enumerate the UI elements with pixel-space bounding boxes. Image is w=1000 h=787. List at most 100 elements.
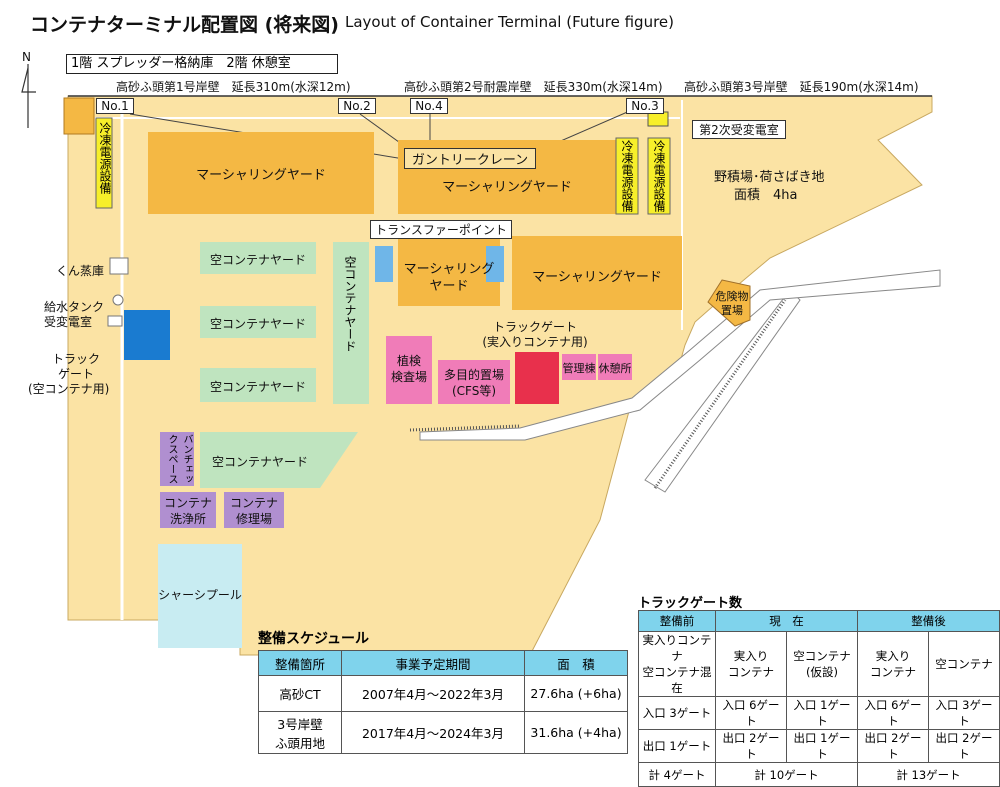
table-row: 高砂CT 2007年4月〜2022年3月 27.6ha (+6ha) [258,675,628,712]
crane-no1: No.1 [96,98,134,114]
crane-marker-no3 [647,111,669,127]
floor-note: 1階 スプレッダー格納庫 2階 休憩室 [66,54,338,74]
marshalling-yard-1 [148,132,374,214]
chassis-pool-label: シャーシプール [158,588,242,602]
marshalling-yard-3 [398,238,500,306]
truck-gate-loaded-label-2: (実入りコンテナ用) [482,335,588,349]
marshalling-label-3a: マーシャリング [403,262,495,277]
marshalling-label-3b: ヤード [429,279,469,294]
berth-3-label: 高砂ふ頭第3号岸壁 延長190m(水深14m) [684,80,919,94]
open-yard-label-2: 面積 4ha [734,188,798,203]
schedule-title: 整備スケジュール [258,631,370,647]
multipurpose-label-1: 多目的置場 [443,368,504,382]
schedule-cell: 31.6ha (+4ha) [524,711,628,754]
gate-cell: 入口 6ゲート [857,696,929,730]
gate-subheader: 実入り コンテナ [715,631,787,697]
container-repair [224,492,284,528]
gate-subheader: 空コンテナ [928,631,1000,697]
gate-subheader-line: 空コンテナ [793,649,851,663]
transfer-point-left [375,246,393,282]
repair-label-2: 修理場 [235,512,272,526]
reefer-label-3: 冷凍電源設備 [652,140,666,212]
table-row: 出口 1ゲート 出口 2ゲート 出口 1ゲート 出口 2ゲート 出口 2ゲート [638,729,1000,763]
table-row: 入口 3ゲート 入口 6ゲート 入口 1ゲート 入口 6ゲート 入口 3ゲート [638,696,1000,730]
water-tank [112,294,124,306]
transfer-point-right [486,246,504,282]
schedule-cell: 2007年4月〜2022年3月 [341,675,525,712]
plant-inspection-label-1: 植検 [396,354,421,368]
reefer-label-2: 冷凍電源設備 [620,140,634,212]
truck-gate-empty [124,310,170,360]
berth-2-label: 高砂ふ頭第2号耐震岸壁 延長330m(水深14m) [404,80,663,94]
water-tank-label: 給水タンク [44,300,105,314]
north-label: N [22,50,31,64]
reefer-power-3 [647,137,671,215]
gate-cell: 入口 1ゲート [786,696,858,730]
spreader-building [63,97,95,135]
berth-1-label: 高砂ふ頭第1号岸壁 延長310m(水深12m) [116,80,351,94]
substation-1 [107,315,123,327]
plant-inspection-label-2: 検査場 [390,370,427,384]
marshalling-label-2: マーシャリングヤード [442,180,572,195]
empty-yard-label-3: 空コンテナヤード [209,380,306,394]
admin-building [562,354,596,380]
gantry-crane-label: ガントリークレーン [404,148,536,169]
chassis-pool [158,544,242,648]
table-row: 計 4ゲート 計 10ゲート 計 13ゲート [638,762,1000,787]
hazard-label-1: 危険物 [715,290,749,303]
gate-header-now: 現 在 [715,610,858,632]
plant-inspection [386,336,432,404]
gate-cell: 出口 2ゲート [928,729,1000,763]
page-title-en: Layout of Container Terminal (Future fig… [345,13,674,31]
terminal-map [21,64,941,656]
vanning-label: バンチェックスペース [166,434,192,484]
gate-subheader-line: (仮設) [806,665,838,679]
empty-yard-4 [200,432,358,488]
multipurpose-label-2: (CFS等) [451,384,497,398]
fumigation-label: くん蒸庫 [56,264,105,278]
gate-subheader-line: 実入り [733,649,769,663]
crane-no2: No.2 [338,98,376,114]
schedule-cell: 高砂CT [258,675,342,712]
access-road [644,289,801,493]
gate-cell: 入口 3ゲート [928,696,1000,730]
gate-total: 計 13ゲート [857,762,1000,787]
empty-yard-3 [200,368,316,402]
schedule-cell: 2017年4月〜2024年3月 [341,711,525,754]
gate-header-after: 整備後 [857,610,1000,632]
truck-gate-loaded [515,352,559,404]
gate-total: 計 4ゲート [638,762,716,787]
gate-cell: 出口 1ゲート [638,729,716,763]
gate-title: トラックゲート数 [638,596,743,611]
schedule-cell: 3号岸壁 ふ頭用地 [258,711,342,754]
gate-table: 整備前 現 在 整備後 実入りコンテナ 空コンテナ混在 実入り コンテナ 空コン… [638,610,1000,787]
hazard-storage [707,279,751,327]
gate-subheader-line: 実入りコンテナ [642,633,712,663]
table-row: 実入りコンテナ 空コンテナ混在 実入り コンテナ 空コンテナ (仮設) 実入り … [638,631,1000,697]
gate-header-before: 整備前 [638,610,716,632]
wash-label-1: コンテナ [163,496,212,510]
hazard-label-2: 置場 [721,304,743,317]
schedule-header-period: 事業予定期間 [341,650,525,676]
truck-gate-empty-label-3: (空コンテナ用) [28,382,110,396]
gate-subheader-line: コンテナ [728,665,774,679]
schedule-cell: 27.6ha (+6ha) [524,675,628,712]
truck-gate-loaded-label-1: トラックゲート [492,320,577,334]
schedule-place-line1: 3号岸壁 [277,716,323,732]
rail-track [409,424,521,432]
gate-subheader: 空コンテナ (仮設) [786,631,858,697]
gate-subheader-line: 実入り [875,649,911,663]
admin-label: 管理棟 [562,362,596,375]
empty-yard-vertical [333,242,369,404]
vanning-space [160,432,194,486]
gate-total: 計 10ゲート [715,762,858,787]
gate-cell: 入口 6ゲート [715,696,787,730]
schedule-table: 整備箇所 事業予定期間 面 積 高砂CT 2007年4月〜2022年3月 27.… [258,650,628,754]
multipurpose-yard [438,360,510,404]
schedule-header-place: 整備箇所 [258,650,342,676]
empty-yard-label-1: 空コンテナヤード [209,253,306,267]
access-road-2 [419,269,941,441]
gate-cell: 出口 1ゲート [786,729,858,763]
crane-no3: No.3 [626,98,664,114]
rest-house [598,354,632,380]
